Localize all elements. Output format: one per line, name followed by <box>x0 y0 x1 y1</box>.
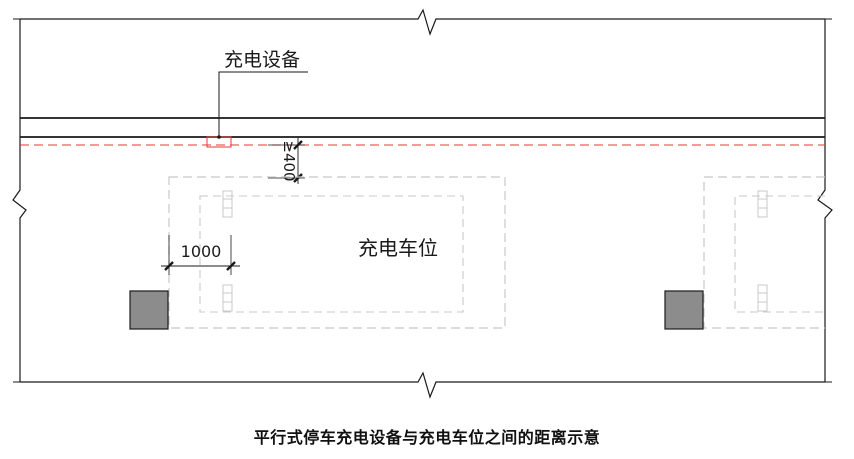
horizontal-dimension-label: 1000 <box>181 242 222 261</box>
adjacent-vehicle-outline <box>734 195 825 313</box>
equipment-label: 充电设备 <box>224 49 300 71</box>
structural-column-left <box>129 290 169 330</box>
left-boundary-line <box>12 19 27 382</box>
bottom-boundary-line <box>20 371 825 399</box>
vertical-dimension-label: ≥400 <box>280 140 298 181</box>
top-boundary-line <box>20 8 825 36</box>
adjacent-parking-space <box>703 176 825 329</box>
vehicle-outline <box>199 195 464 313</box>
parking-space-label: 充电车位 <box>358 236 438 260</box>
vehicle-wheels <box>222 190 233 312</box>
hdim-tick-left <box>164 261 174 271</box>
right-boundary-line <box>817 19 833 382</box>
structural-column-right <box>664 290 704 330</box>
equipment-leader-line <box>218 71 308 137</box>
hdim-tick-right <box>226 261 236 271</box>
figure-caption: 平行式停车充电设备与充电车位之间的距离示意 <box>253 428 601 447</box>
vdim-tick-bottom <box>293 173 303 183</box>
vdim-tick-top <box>293 140 303 150</box>
adjacent-vehicle-wheels <box>757 190 768 312</box>
